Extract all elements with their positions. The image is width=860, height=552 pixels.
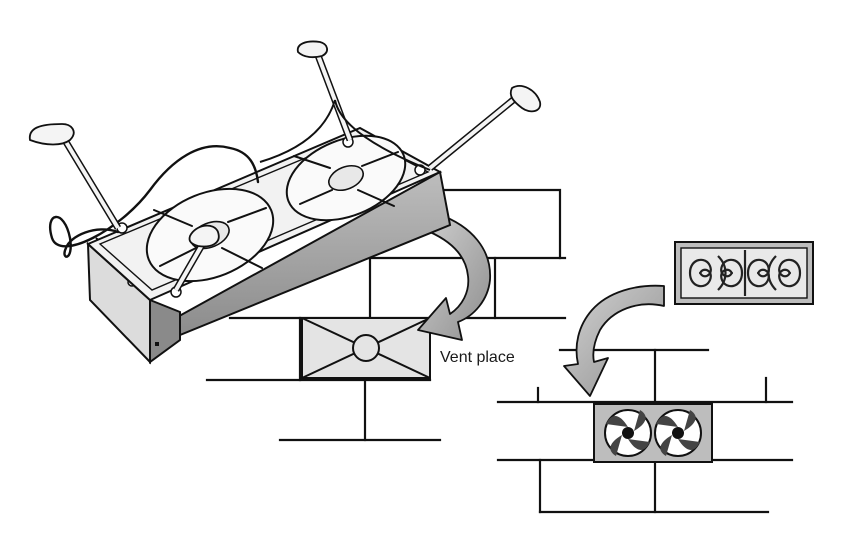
fan-icon xyxy=(604,409,652,457)
mounting-hook xyxy=(296,40,354,142)
vent-opening xyxy=(301,317,431,379)
decorative-grille-icon xyxy=(674,241,814,305)
mounting-hook xyxy=(28,123,121,230)
installed-fan-box xyxy=(593,403,713,463)
vent-place-label: Vent place xyxy=(440,349,515,366)
mounting-hook xyxy=(427,85,542,171)
mounting-hook xyxy=(172,224,220,292)
fan-icon xyxy=(654,409,702,457)
dual-fan-unit xyxy=(49,126,452,365)
curved-arrow-icon xyxy=(417,213,491,341)
curved-arrow-icon xyxy=(563,284,665,397)
fan-icon xyxy=(285,134,407,222)
